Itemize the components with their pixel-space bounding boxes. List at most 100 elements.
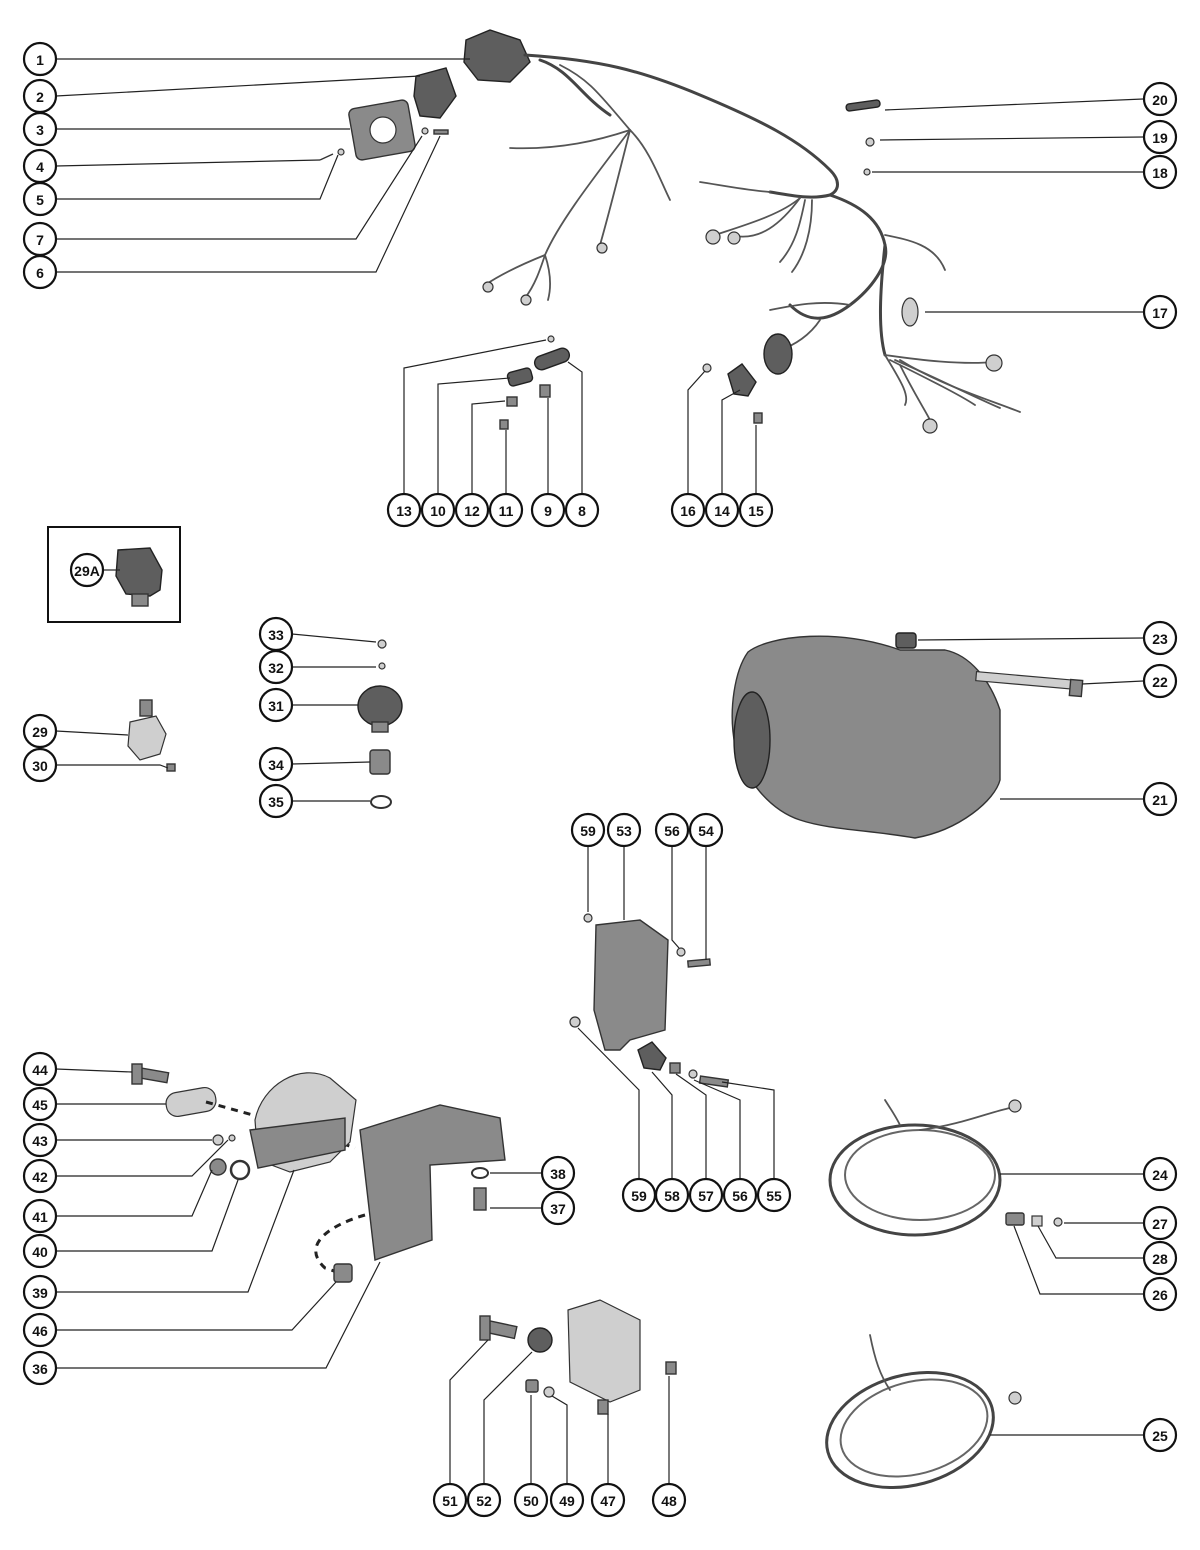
callout-circle xyxy=(590,1482,626,1518)
callout-label: 56 xyxy=(664,823,680,839)
cable-24-ring xyxy=(1008,1099,1022,1113)
callout-circle xyxy=(488,492,524,528)
callout-6: 6 xyxy=(22,254,58,290)
nut-50 xyxy=(525,1379,539,1393)
callout-label: 44 xyxy=(32,1062,48,1078)
callout-label: 57 xyxy=(698,1188,714,1204)
callout-circle xyxy=(22,41,58,77)
callout-label: 7 xyxy=(36,232,44,248)
callout-label: 34 xyxy=(268,757,284,773)
callout-label: 43 xyxy=(32,1133,48,1149)
cable-25-ring xyxy=(1008,1391,1022,1405)
callout-53: 53 xyxy=(606,812,642,848)
callout-circle xyxy=(22,1086,58,1122)
callout-26: 26 xyxy=(1142,1276,1178,1312)
callout-32: 32 xyxy=(258,649,294,685)
callout-33: 33 xyxy=(258,616,294,652)
callout-19: 19 xyxy=(1142,119,1178,155)
callout-circle xyxy=(1142,81,1178,117)
callout-circle xyxy=(386,492,422,528)
callout-label: 22 xyxy=(1152,674,1168,690)
callout-circle xyxy=(1142,294,1178,330)
callout-label: 9 xyxy=(544,503,552,519)
callout-label: 5 xyxy=(36,192,44,208)
callout-23: 23 xyxy=(1142,620,1178,656)
callout-circle xyxy=(564,492,600,528)
callout-circle xyxy=(1142,1417,1178,1453)
callout-circle xyxy=(1142,1276,1178,1312)
callout-30: 30 xyxy=(22,747,58,783)
callout-label: 17 xyxy=(1152,305,1168,321)
screw-6 xyxy=(433,129,449,135)
callout-35: 35 xyxy=(258,783,294,819)
leader-lines xyxy=(55,58,1144,1484)
callout-39: 39 xyxy=(22,1274,58,1310)
callout-circle xyxy=(22,1233,58,1269)
clamp-14 xyxy=(727,363,757,397)
bolt-22 xyxy=(975,671,1077,690)
callout-24: 24 xyxy=(1142,1156,1178,1192)
callout-3: 3 xyxy=(22,111,58,147)
callout-47: 47 xyxy=(590,1482,626,1518)
callout-label: 50 xyxy=(523,1493,539,1509)
cable-24-lead xyxy=(884,1099,901,1126)
callout-circle xyxy=(258,687,294,723)
callout-20: 20 xyxy=(1142,81,1178,117)
bracket-36 xyxy=(359,1104,506,1261)
callout-label: 53 xyxy=(616,823,632,839)
callout-label: 28 xyxy=(1152,1251,1168,1267)
washer-5 xyxy=(337,148,345,156)
grommet-17 xyxy=(901,297,919,327)
callout-label: 58 xyxy=(664,1188,680,1204)
callout-15: 15 xyxy=(738,492,774,528)
callout-label: 59 xyxy=(580,823,596,839)
cable-24-loop-inner xyxy=(844,1129,996,1221)
sleeve-20 xyxy=(845,99,881,112)
callout-circle xyxy=(1142,1240,1178,1276)
callout-label: 35 xyxy=(268,794,284,810)
callout-9: 9 xyxy=(530,492,566,528)
callout-circle xyxy=(654,812,690,848)
screw-55 xyxy=(698,1075,730,1088)
callout-label: 55 xyxy=(766,1188,782,1204)
callout-51: 51 xyxy=(432,1482,468,1518)
callout-label: 32 xyxy=(268,660,284,676)
callout-14: 14 xyxy=(704,492,740,528)
callout-55: 55 xyxy=(756,1177,792,1213)
callout-circle xyxy=(606,812,642,848)
callout-16: 16 xyxy=(670,492,706,528)
callout-48: 48 xyxy=(651,1482,687,1518)
callout-label: 3 xyxy=(36,122,44,138)
nut-57 xyxy=(669,1062,681,1074)
callout-circle xyxy=(688,1177,724,1213)
callout-label: 23 xyxy=(1152,631,1168,647)
callout-1: 1 xyxy=(22,41,58,77)
callout-50: 50 xyxy=(513,1482,549,1518)
callout-circle xyxy=(513,1482,549,1518)
callout-label: 49 xyxy=(559,1493,575,1509)
callout-circle xyxy=(530,492,566,528)
callout-49: 49 xyxy=(549,1482,585,1518)
callout-25: 25 xyxy=(1142,1417,1178,1453)
screw-4 xyxy=(319,153,334,161)
callout-circle xyxy=(22,111,58,147)
callout-label: 45 xyxy=(32,1097,48,1113)
nut-33 xyxy=(377,639,387,649)
callout-45: 45 xyxy=(22,1086,58,1122)
callout-label: 13 xyxy=(396,503,412,519)
clamp-8 xyxy=(533,347,571,371)
washer-42 xyxy=(228,1134,236,1142)
nut-59-top xyxy=(583,913,593,923)
callout-label: 20 xyxy=(1152,92,1168,108)
callout-circle xyxy=(454,492,490,528)
wiring-harness xyxy=(463,29,1021,434)
callout-circle xyxy=(738,492,774,528)
horn-31-stem xyxy=(371,721,389,733)
callout-label: 56 xyxy=(732,1188,748,1204)
screw-15 xyxy=(753,412,763,424)
nut-16 xyxy=(702,363,712,373)
clip-26 xyxy=(1005,1212,1025,1226)
callout-label: 29A xyxy=(74,563,100,579)
callout-37: 37 xyxy=(540,1190,576,1226)
